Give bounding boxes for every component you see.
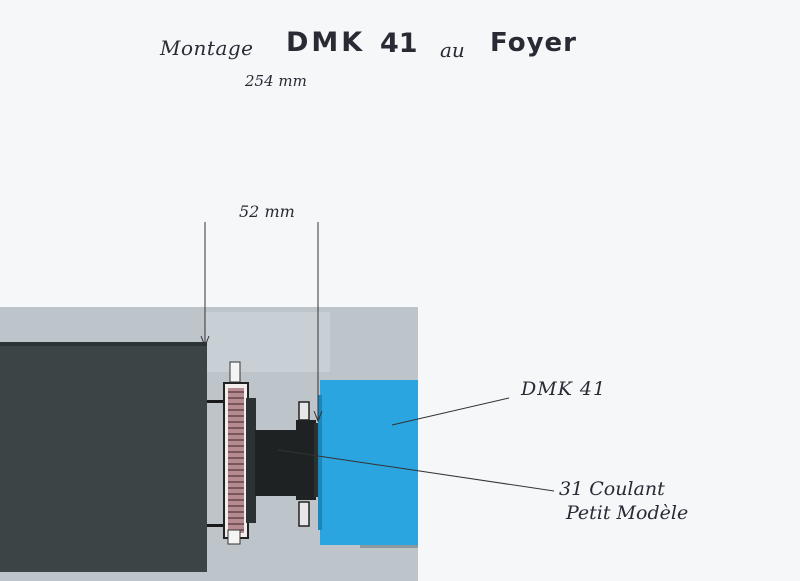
focuser-screw-bottom bbox=[227, 529, 241, 545]
camera-front-plate bbox=[318, 395, 322, 530]
adapter-label-line1: 31 Coulant bbox=[559, 478, 665, 500]
adapter-label-line2: Petit Modèle bbox=[566, 502, 689, 524]
panel-highlight bbox=[205, 312, 330, 372]
dimension-arrow-left bbox=[200, 335, 210, 348]
adapter-screw-top bbox=[298, 401, 310, 421]
title-montage: Montage bbox=[160, 36, 254, 60]
dimension-label: 52 mm bbox=[239, 202, 295, 221]
focuser-grip-lines bbox=[228, 391, 244, 531]
camera-base-shadow bbox=[360, 545, 418, 548]
focal-length-note: 254 mm bbox=[245, 72, 307, 90]
clamp-plate bbox=[246, 398, 256, 523]
adapter-flange-lip bbox=[314, 423, 320, 497]
telescope-tube bbox=[0, 342, 207, 572]
camera-body bbox=[320, 380, 418, 545]
focuser-ring-fill bbox=[228, 388, 244, 533]
title-camera-number: 41 bbox=[380, 28, 418, 59]
adapter-flange bbox=[296, 420, 316, 500]
adapter-screw-bottom bbox=[298, 501, 310, 527]
mount-post-bottom bbox=[207, 524, 229, 527]
title-camera-model: DMK bbox=[286, 27, 366, 58]
leader-line-camera bbox=[391, 397, 510, 426]
focuser-screw-top bbox=[229, 361, 241, 383]
title-foyer: Foyer bbox=[490, 28, 577, 58]
camera-label: DMK 41 bbox=[521, 378, 607, 400]
telescope-tube-edge bbox=[0, 342, 207, 346]
title-au: au bbox=[440, 38, 465, 62]
mount-post-top bbox=[207, 400, 229, 403]
dimension-arrow-right bbox=[313, 410, 323, 423]
adapter-nosepiece bbox=[255, 430, 297, 496]
leader-line-adapter bbox=[277, 449, 555, 492]
